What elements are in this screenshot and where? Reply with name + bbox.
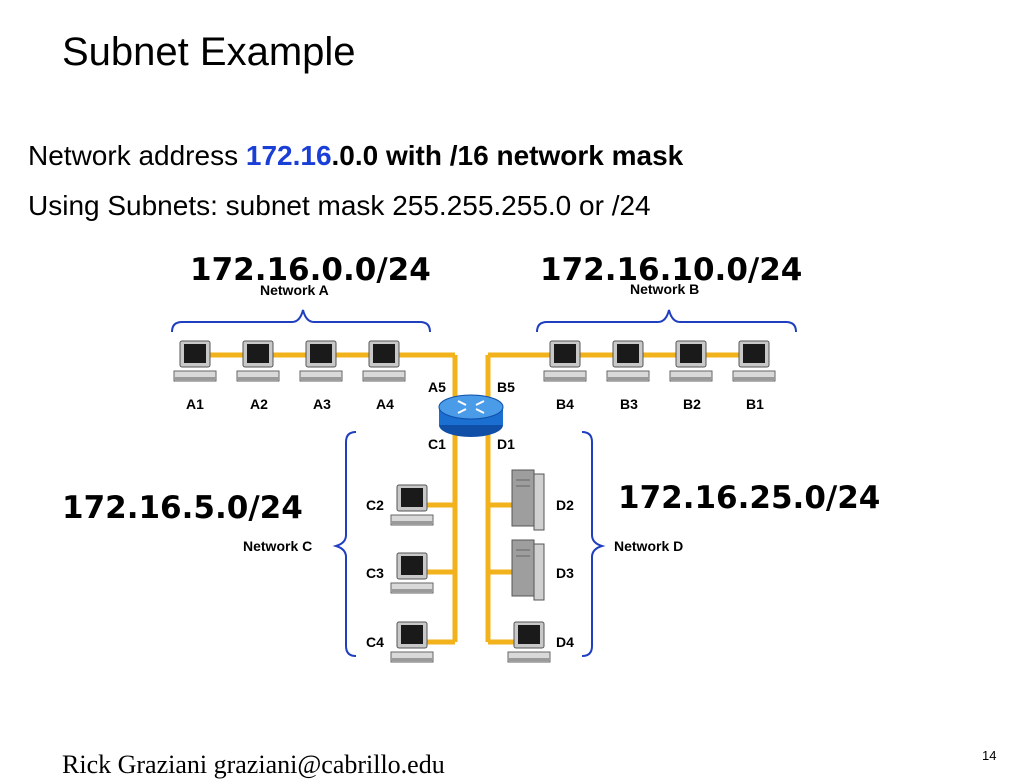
server-icon — [511, 469, 545, 531]
node-c4-label: C4 — [366, 634, 384, 650]
footer-author: Rick Graziani graziani@cabrillo.edu — [62, 750, 445, 779]
pc-icon — [362, 340, 406, 382]
pc-icon — [173, 340, 217, 382]
page-number: 14 — [982, 748, 997, 763]
node-a3-label: A3 — [313, 396, 331, 412]
subnet-mask-line: Using Subnets: subnet mask 255.255.255.0… — [28, 190, 651, 221]
server-icon — [511, 539, 545, 601]
network-c-bracket — [332, 431, 357, 657]
host-portion: 0.0 with /16 network mask — [339, 140, 684, 171]
pc-icon — [390, 552, 434, 594]
subnet-b-address: 172.16.10.0/24 — [540, 252, 803, 288]
network-c-cabling — [420, 430, 458, 645]
network-address-prefix: Network address — [28, 140, 246, 171]
pc-icon — [236, 340, 280, 382]
node-d2-label: D2 — [556, 497, 574, 513]
node-a2-label: A2 — [250, 396, 268, 412]
pc-icon — [606, 340, 650, 382]
pc-icon — [543, 340, 587, 382]
subnet-a-address: 172.16.0.0/24 — [190, 252, 431, 288]
network-d-bracket — [581, 431, 606, 657]
network-c-label: Network C — [243, 538, 313, 554]
network-address-line: Network address 172.16.0.0 with /16 netw… — [28, 140, 683, 172]
node-c2-label: C2 — [366, 497, 384, 513]
node-b3-label: B3 — [620, 396, 638, 412]
node-b4-label: B4 — [556, 396, 574, 412]
pc-icon — [669, 340, 713, 382]
node-b5-label: B5 — [497, 379, 515, 395]
network-d-label: Network D — [614, 538, 684, 554]
network-d-cabling — [485, 430, 520, 645]
pc-icon — [299, 340, 343, 382]
node-d1-label: D1 — [497, 436, 515, 452]
node-b1-label: B1 — [746, 396, 764, 412]
node-b2-label: B2 — [683, 396, 701, 412]
node-c1-label: C1 — [428, 436, 446, 452]
pc-icon — [507, 621, 551, 663]
node-c3-label: C3 — [366, 565, 384, 581]
network-portion: 172.16 — [245, 140, 332, 171]
pc-icon — [732, 340, 776, 382]
node-a5-label: A5 — [428, 379, 446, 395]
subnet-c-address: 172.16.5.0/24 — [62, 490, 303, 526]
node-a1-label: A1 — [186, 396, 204, 412]
network-a-label: Network A — [260, 282, 329, 298]
node-a4-label: A4 — [376, 396, 394, 412]
node-d3-label: D3 — [556, 565, 574, 581]
network-dot: . — [331, 140, 340, 171]
pc-icon — [390, 621, 434, 663]
network-a-bracket — [171, 309, 431, 333]
node-d4-label: D4 — [556, 634, 574, 650]
pc-icon — [390, 484, 434, 526]
subnet-d-address: 172.16.25.0/24 — [618, 480, 881, 516]
network-b-label: Network B — [630, 281, 700, 297]
slide-title: Subnet Example — [62, 30, 356, 74]
network-b-bracket — [536, 309, 797, 333]
router-icon — [438, 394, 504, 437]
